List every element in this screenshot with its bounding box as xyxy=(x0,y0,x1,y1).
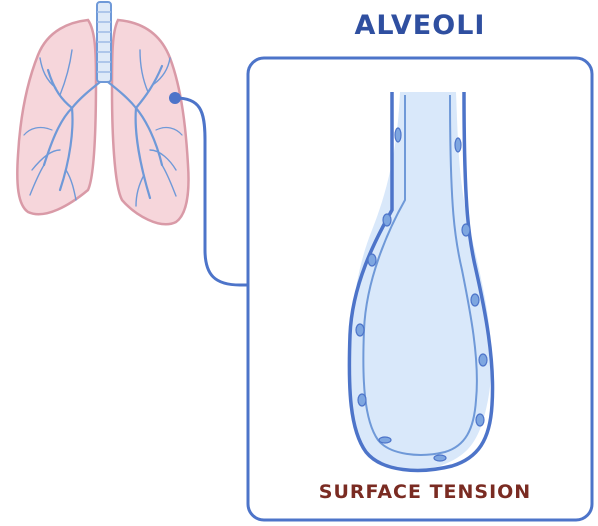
diagram-caption: SURFACE TENSION xyxy=(300,481,550,503)
left-lung xyxy=(17,20,96,214)
right-lung xyxy=(112,20,189,224)
diagram-title: ALVEOLI xyxy=(330,10,510,41)
lungs-icon xyxy=(17,2,188,224)
